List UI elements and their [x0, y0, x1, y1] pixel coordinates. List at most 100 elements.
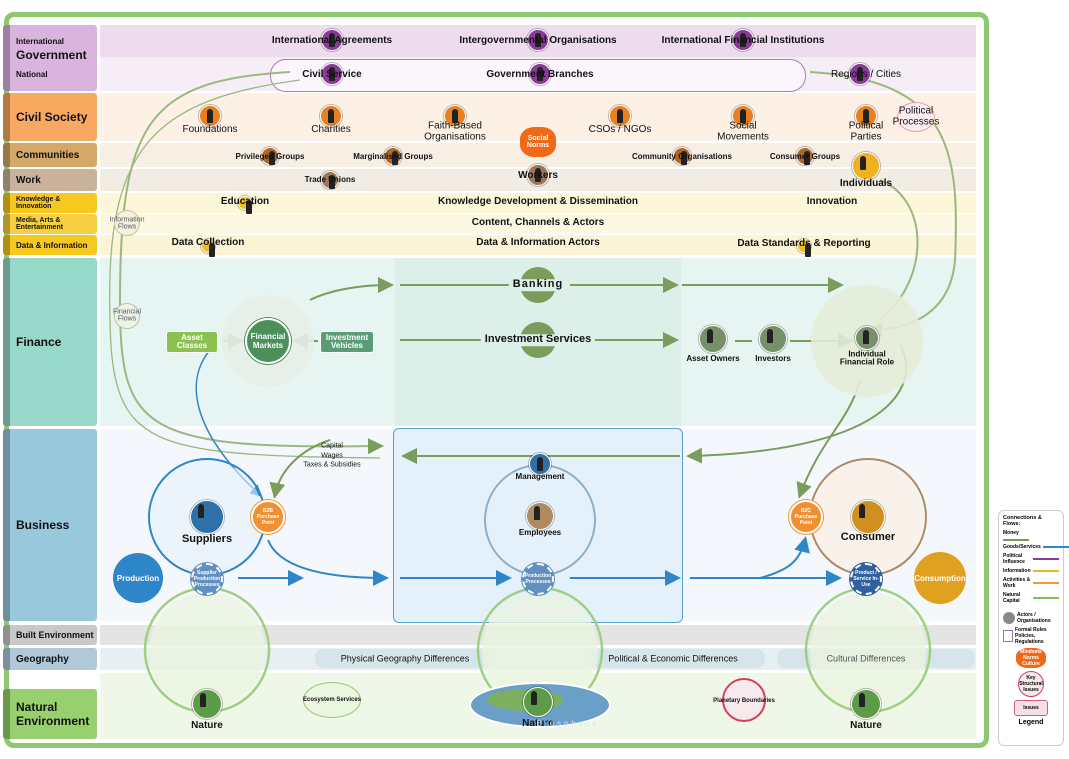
person-icon [321, 29, 343, 51]
legend-natural: Natural Capital [1003, 592, 1021, 604]
section-geography: Geography [3, 648, 97, 670]
flow-to-center [267, 539, 389, 586]
gov-national-label: National [16, 70, 48, 79]
legend-footer: Legend [1018, 719, 1044, 726]
band-knowledge [100, 193, 976, 213]
section-communities: Communities [3, 143, 97, 167]
person-icon [384, 147, 402, 165]
political-processes: Political Processes [892, 105, 940, 127]
product-in-use-node: Product / Service In-Use [850, 563, 882, 595]
info-dot-icon [238, 196, 252, 214]
flow-left-outer [108, 79, 381, 459]
production-node: Production [113, 553, 163, 603]
csos-ngos: CSOs / NGOs [588, 123, 652, 135]
person-icon [523, 687, 553, 717]
content-channels: Content, Channels & Actors [471, 216, 605, 228]
nature-right: Nature [850, 719, 882, 731]
legend-political-line [1033, 558, 1059, 560]
privileged-groups: Privileged Groups [235, 151, 305, 161]
info-dot-icon [797, 239, 811, 257]
data-standards: Data Standards & Reporting [737, 237, 871, 249]
political-parties: Political Parties [848, 120, 884, 142]
employees: Employees [518, 527, 562, 537]
person-icon [855, 326, 879, 350]
management: Management [515, 471, 565, 481]
legend-actor-icon [1003, 612, 1015, 624]
section-business: Business [3, 429, 97, 621]
person-icon [851, 689, 881, 719]
person-icon [526, 502, 554, 530]
legend-issues: Issues [1014, 700, 1048, 716]
legend-activities-line [1033, 582, 1059, 584]
geo-pill-political [585, 649, 765, 668]
person-icon [732, 29, 754, 51]
social-norms: Social Norms [526, 135, 550, 149]
data-actors: Data & Information Actors [476, 236, 600, 248]
section-knowledge: Knowledge & Innovation [3, 193, 97, 213]
person-icon [261, 147, 279, 165]
person-icon [855, 105, 877, 127]
b2c-label: B2C Purchase Point [794, 508, 818, 526]
taxes-label: Taxes & Subsidies [303, 461, 361, 469]
cultural-differences: Cultural Differences [826, 653, 906, 664]
section-government: International Government National [3, 25, 97, 91]
banking: Banking [508, 279, 568, 291]
data-collection: Data Collection [171, 236, 245, 248]
political-economic: Political & Economic Differences [608, 653, 738, 664]
legend-actors: Actors / Organisations [1017, 612, 1051, 624]
legend-money: Money [1003, 530, 1019, 536]
section-natural-environment: Natural Environment [3, 689, 97, 739]
person-icon [527, 164, 549, 186]
capital-label: Capital [321, 442, 343, 450]
b2b-label: B2B Purchase Point [256, 508, 280, 526]
investment-vehicles: Investment Vehicles [320, 331, 374, 353]
legend-political: Political Influence [1003, 553, 1025, 565]
section-finance: Finance [3, 258, 97, 426]
nature-fill-left [149, 592, 265, 708]
person-icon [529, 453, 551, 475]
person-icon [732, 105, 754, 127]
legend-activities: Activities & Work [1003, 577, 1031, 589]
igos: Intergovernmental Organisations [459, 34, 617, 46]
legend-key-issues: Key Structural Issues [1018, 671, 1044, 697]
legend-title: Connections & Flows: [1003, 515, 1042, 527]
education: Education [220, 195, 270, 207]
international-agreements: International Agreements [271, 34, 393, 46]
production-processes: Production Processes [524, 573, 552, 585]
financial-flows: Financial Flows [112, 308, 141, 323]
supplier-processes-node: Supplier Production Processes [191, 563, 223, 595]
consumption: Consumption [914, 573, 966, 583]
legend-information-line [1033, 570, 1059, 572]
asset-owners: Asset Owners [686, 353, 740, 363]
charities: Charities [311, 123, 351, 135]
info-dot-icon [201, 239, 215, 257]
band-data [100, 235, 976, 255]
financial-markets: Financial Markets [250, 332, 286, 350]
planetary-boundaries: Planetary Boundaries [713, 697, 775, 704]
b2b-purchase-point: B2B Purchase Point [251, 500, 285, 534]
person-icon [529, 63, 551, 85]
asset-classes: Asset Classes [166, 331, 218, 353]
trade-unions: Trade Unions [304, 174, 356, 184]
financial-flows-badge [114, 303, 140, 329]
section-built-environment: Built Environment [3, 625, 97, 645]
band-media [100, 214, 976, 234]
person-icon [320, 105, 342, 127]
information-flows: Information Flows [109, 216, 145, 231]
social-norms-badge: Social Norms [520, 127, 556, 157]
person-icon [199, 105, 221, 127]
marginalised-groups: Marginalised Groups [353, 151, 433, 161]
wages-label: Wages [321, 452, 343, 460]
ecosystem-services-badge [303, 682, 361, 718]
person-icon [609, 105, 631, 127]
person-icon [673, 147, 691, 165]
individuals: Individuals [839, 177, 893, 189]
suppliers: Suppliers [181, 533, 233, 546]
social-movements: Social Movements [717, 120, 769, 142]
government-branches: Government Branches [486, 68, 594, 80]
person-icon [321, 63, 343, 85]
person-icon [852, 152, 880, 180]
investment-services: Investment Services [480, 334, 596, 346]
legend-mindsets: Mindsets Norms Culture [1016, 648, 1046, 668]
person-icon [851, 500, 885, 534]
